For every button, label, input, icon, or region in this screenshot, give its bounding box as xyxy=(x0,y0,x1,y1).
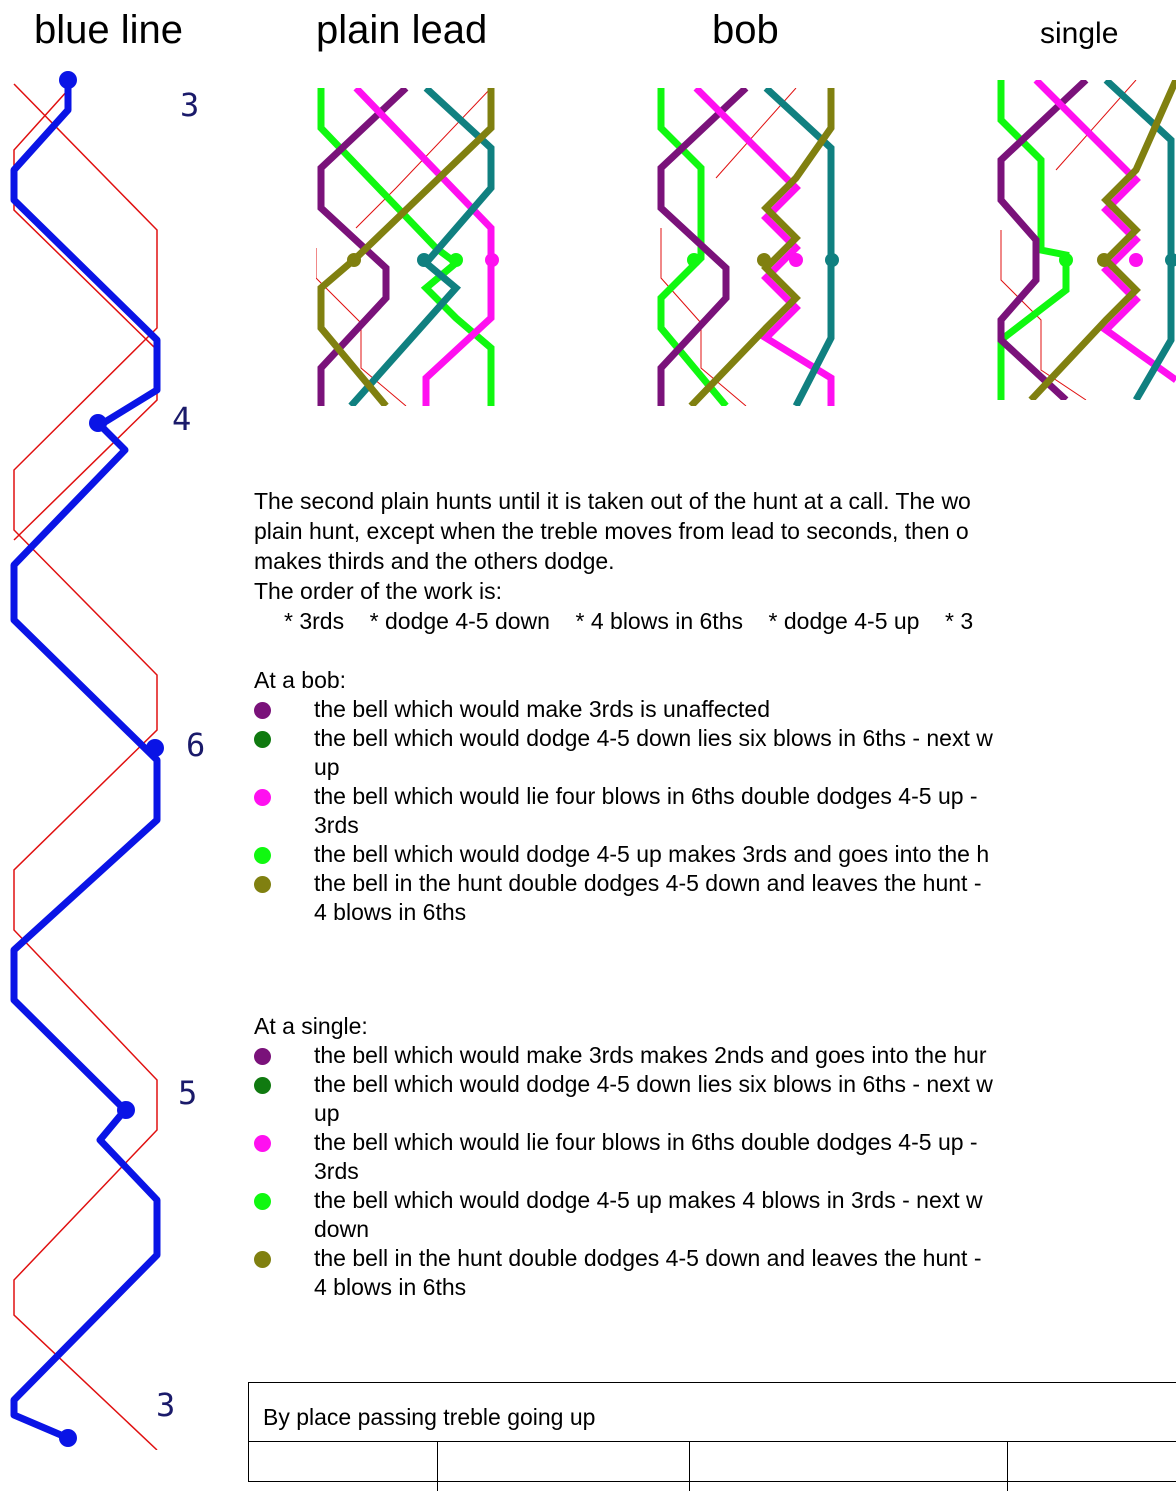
intro-text: The second plain hunts until it is taken… xyxy=(254,486,1176,636)
place-dot-3-bottom xyxy=(59,1429,77,1447)
bob-list: the bell which would make 3rds is unaffe… xyxy=(254,695,1176,927)
list-item: the bell in the hunt double dodges 4-5 d… xyxy=(254,869,1176,927)
table-title: By place passing treble going up xyxy=(263,1404,596,1430)
list-item: the bell which would dodge 4-5 up makes … xyxy=(254,840,1176,869)
bullet-dot xyxy=(254,876,271,893)
single-title: At a single: xyxy=(254,1013,368,1039)
place-label-3-bottom: 3 xyxy=(156,1386,176,1424)
bullet-dot xyxy=(254,1193,271,1210)
list-item: the bell which would lie four blows in 6… xyxy=(254,1128,1176,1186)
single-section: At a single: the bell which would make 3… xyxy=(254,1012,1176,1302)
bullet-dot xyxy=(254,1048,271,1065)
place-dot-6 xyxy=(146,739,164,757)
bullet-dot xyxy=(254,1135,271,1152)
place-label-4: 4 xyxy=(172,400,192,438)
place-passing-table: By place passing treble going up xyxy=(248,1382,1176,1491)
bullet-dot xyxy=(254,702,271,719)
list-item: the bell which would dodge 4-5 up makes … xyxy=(254,1186,1176,1244)
bullet-dot xyxy=(254,847,271,864)
order-label: The order of the work is: xyxy=(254,578,502,604)
treble-path-red xyxy=(13,83,158,1450)
bob-diagram xyxy=(656,88,841,406)
bob-section: At a bob: the bell which would make 3rds… xyxy=(254,666,1176,927)
table-column-divider xyxy=(1007,1441,1008,1491)
list-item: the bell in the hunt double dodges 4-5 d… xyxy=(254,1244,1176,1302)
place-label-6: 6 xyxy=(186,726,206,764)
single-heading: single xyxy=(1040,17,1119,50)
bullet-dot xyxy=(254,789,271,806)
place-label-5: 5 xyxy=(178,1074,198,1112)
table-column-divider xyxy=(437,1441,438,1491)
bullet-dot xyxy=(254,731,271,748)
blue-line-path xyxy=(10,80,161,1442)
bullet-dot xyxy=(254,1251,271,1268)
order-items: * 3rds * dodge 4-5 down * 4 blows in 6th… xyxy=(284,608,974,634)
intro-line-2: plain hunt, except when the treble moves… xyxy=(254,518,969,544)
table-divider xyxy=(249,1441,1176,1442)
table-column-divider xyxy=(689,1441,690,1491)
blue-line-diagram xyxy=(0,70,170,1450)
list-item: the bell which would dodge 4-5 down lies… xyxy=(254,724,1176,782)
place-dot-5 xyxy=(117,1101,135,1119)
blue-line-heading: blue line xyxy=(34,8,184,52)
plain-lead-heading: plain lead xyxy=(316,8,488,52)
bullet-dot xyxy=(254,1077,271,1094)
list-item: the bell which would lie four blows in 6… xyxy=(254,782,1176,840)
treble-path-red-2 xyxy=(13,89,158,541)
place-label-3: 3 xyxy=(180,86,200,124)
list-item: the bell which would make 3rds makes 2nd… xyxy=(254,1041,1176,1070)
list-item: the bell which would make 3rds is unaffe… xyxy=(254,695,1176,724)
intro-line-3: makes thirds and the others dodge. xyxy=(254,548,615,574)
single-list: the bell which would make 3rds makes 2nd… xyxy=(254,1041,1176,1302)
intro-line-1: The second plain hunts until it is taken… xyxy=(254,488,971,514)
list-item: the bell which would dodge 4-5 down lies… xyxy=(254,1070,1176,1128)
bob-heading: bob xyxy=(712,8,779,52)
place-dot-4 xyxy=(89,414,107,432)
bob-title: At a bob: xyxy=(254,667,347,693)
plain-lead-diagram xyxy=(316,88,501,406)
single-diagram xyxy=(996,80,1176,400)
place-dot-3-top xyxy=(59,71,77,89)
